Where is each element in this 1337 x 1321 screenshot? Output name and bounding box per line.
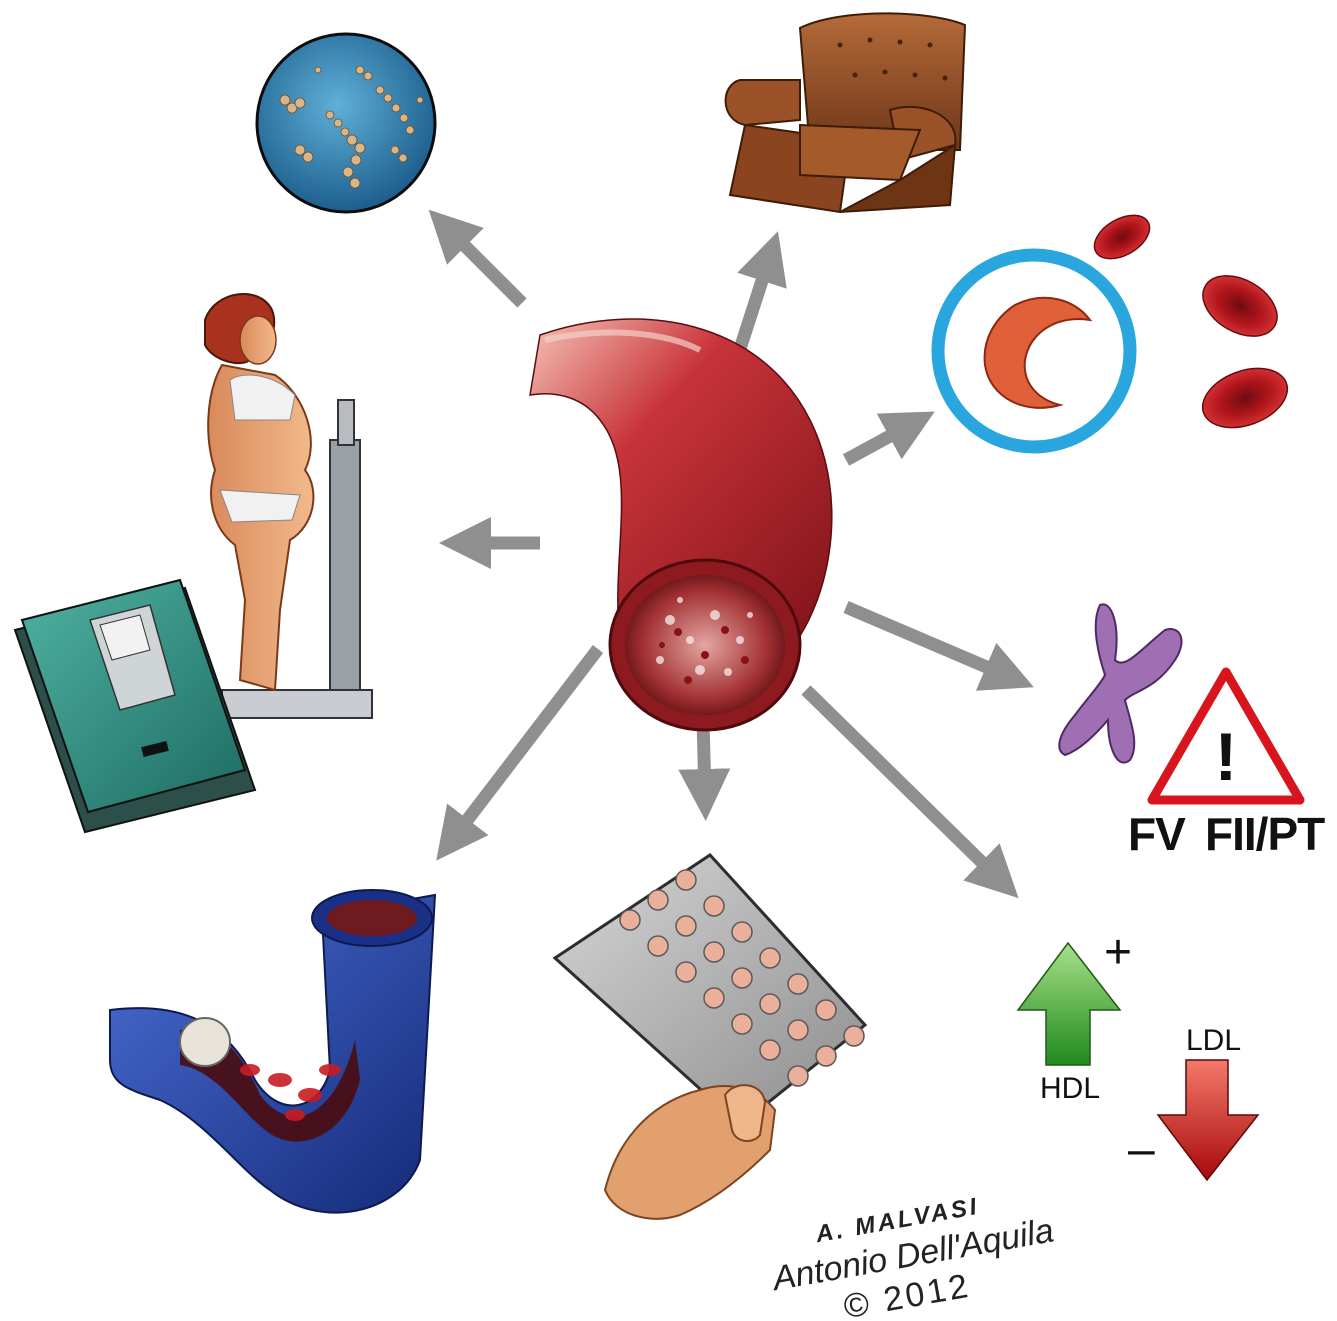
- pill-blister: [732, 922, 752, 942]
- pill-blister: [648, 890, 668, 910]
- arrow-to-vein: [452, 649, 598, 840]
- pill-blister: [704, 942, 724, 962]
- sickle-cell-icon: [938, 255, 1130, 447]
- plus-sign: +: [1104, 926, 1132, 979]
- prothrombin-label: FII/PT: [1205, 808, 1325, 860]
- pill-blister: [760, 1040, 780, 1060]
- pill-blister: [732, 1014, 752, 1034]
- factor-v-label: FV: [1128, 808, 1186, 860]
- signature: A. MALVASI Antonio Dell'Aquila © 2012: [763, 1181, 1064, 1321]
- pill-blister: [844, 1026, 864, 1046]
- blood-cell-clusters-icon: [257, 34, 435, 212]
- ldl-down-arrow: [1158, 1060, 1258, 1180]
- ldl-label: LDL: [1186, 1024, 1241, 1057]
- bathroom-scale-icon: [15, 580, 255, 832]
- pill-blister: [816, 1046, 836, 1066]
- pill-blister: [648, 936, 668, 956]
- pill-blister: [676, 870, 696, 890]
- pill-blister: [676, 962, 696, 982]
- warning-sign-icon: !: [1152, 672, 1300, 800]
- pill-blister: [620, 910, 640, 930]
- pill-blister: [760, 948, 780, 968]
- arrow-to-lipids: [806, 690, 1000, 880]
- pill-blister: [676, 916, 696, 936]
- obese-woman-on-scale-icon: [205, 294, 372, 718]
- hdl-label: HDL: [1040, 1072, 1100, 1105]
- chromosome-icon: [1059, 604, 1181, 762]
- vein-valve-clot-icon: [110, 890, 435, 1213]
- pill-blister: [732, 968, 752, 988]
- minus-sign: –: [1128, 1123, 1155, 1176]
- pill-blister: [788, 1020, 808, 1040]
- pill-blister: [704, 988, 724, 1008]
- pill-blister: [816, 1000, 836, 1020]
- arrow-to-blood-cells: [447, 228, 522, 303]
- arrow-to-armchair: [738, 256, 770, 355]
- pill-blister: [760, 994, 780, 1014]
- pill-blister: [704, 896, 724, 916]
- arrow-to-genetics: [846, 607, 1010, 677]
- pill-blister: [788, 1066, 808, 1086]
- armchair-icon: [726, 13, 965, 212]
- arrow-to-sickle-cell: [846, 424, 912, 460]
- pill-blister: [788, 974, 808, 994]
- warning-mark: !: [1215, 719, 1238, 795]
- contraceptive-pill-pack-icon: [555, 855, 865, 1219]
